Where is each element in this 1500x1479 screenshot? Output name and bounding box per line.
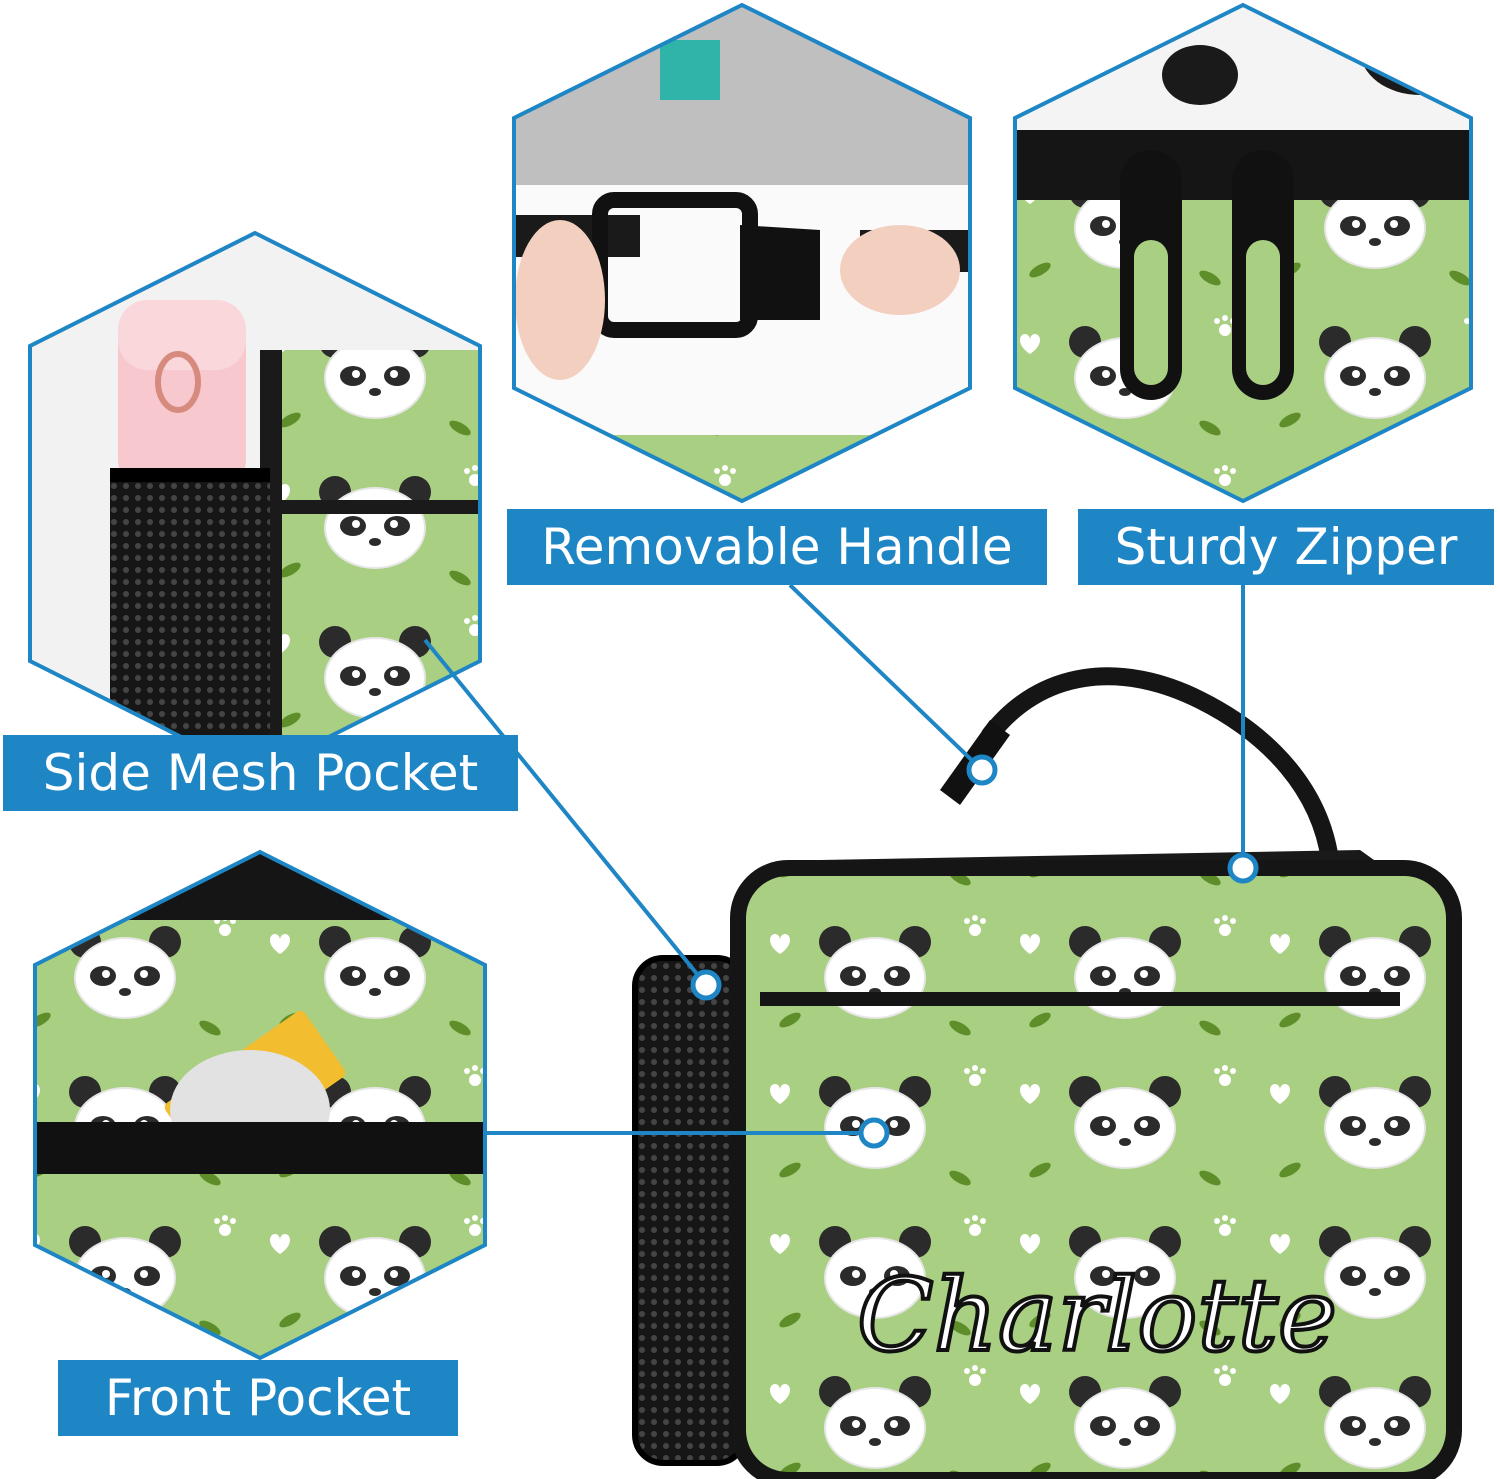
side-mesh-pocket-label: Side Mesh Pocket: [3, 735, 518, 811]
sturdy-zipper-label: Sturdy Zipper: [1078, 509, 1494, 585]
front-pocket-detail-image: [33, 849, 487, 1361]
front-pocket-label: Front Pocket: [58, 1360, 458, 1436]
removable-handle-label: Removable Handle: [507, 509, 1047, 585]
callout-dots: [690, 754, 1259, 1149]
callout-connectors: [423, 583, 1245, 1135]
sturdy-zipper-detail-image: [1013, 2, 1473, 504]
lunch-bag-product-image: Charlotte: [632, 667, 1462, 1479]
personalized-name: Charlotte: [857, 1257, 1337, 1374]
removable-handle-detail-image: [512, 2, 972, 504]
side-mesh-pocket-detail-image: [28, 230, 482, 777]
